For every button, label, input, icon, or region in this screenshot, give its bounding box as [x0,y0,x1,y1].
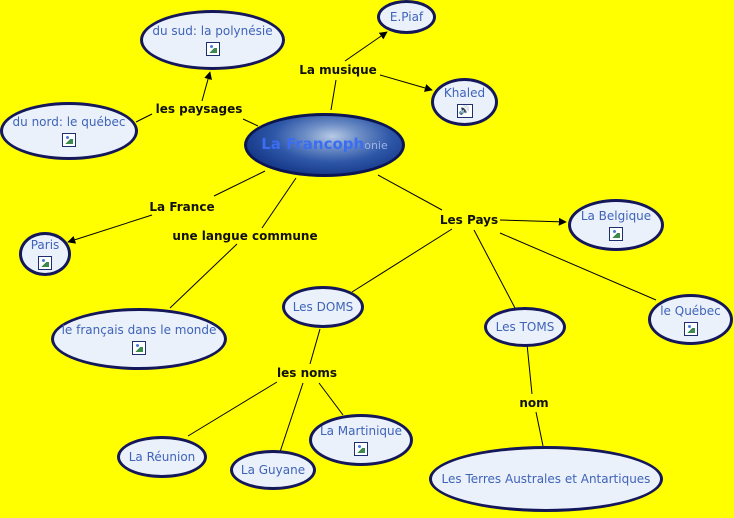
node-reunion[interactable]: La Réunion [117,436,207,478]
node-reunion-label: La Réunion [128,449,196,464]
picture-icon[interactable] [62,133,76,147]
node-polynesie-label: du sud: la polynésie [152,24,273,38]
node-francais-monde[interactable]: le français dans le monde [51,308,227,370]
node-quebec[interactable]: le Québec [648,294,733,345]
line-france-paris [67,214,153,244]
node-martinique-label: La Martinique [319,424,403,438]
node-francais-monde-label: le français dans le monde [61,323,217,337]
node-francophonie-label: La Francophonie [261,135,388,153]
node-taaf-label: Les Terres Australes et Antartiques [441,471,651,486]
node-taaf[interactable]: Les Terres Australes et Antartiques [429,446,663,512]
line-langue-francais [169,243,238,309]
line-pays-doms [351,228,453,293]
line-noms-martinique [318,382,344,416]
node-quebec-nord-label: du nord: le québec [12,115,126,129]
node-guyane-label: La Guyane [240,462,306,477]
picture-icon[interactable] [354,442,368,456]
node-quebec-nord[interactable]: du nord: le québec [0,102,138,160]
node-doms[interactable]: Les DOMS [282,286,364,328]
line-noms-guyane [279,382,304,453]
line-center-france [213,170,266,197]
line-musique-khaled [379,74,433,92]
line-center-pays [377,174,443,211]
node-quebec-label: le Québec [660,303,721,318]
line-center-musique [330,79,337,111]
line-toms-nom [526,343,533,395]
picture-icon[interactable] [205,42,220,56]
line-pays-quebec [499,232,657,301]
line-pays-belgique [499,217,567,226]
link-label-noms: les noms [274,366,340,380]
link-label-langue: une langue commune [170,229,320,243]
line-musique-piaf [344,31,388,62]
line-doms-noms [309,328,321,365]
node-khaled-label: Khaled [443,86,486,100]
node-toms-label: Les TOMS [495,319,555,334]
picture-icon[interactable] [38,256,52,270]
link-label-pays: Les Pays [437,213,501,227]
picture-icon[interactable] [132,341,146,355]
line-paysages-quebec-nord [135,113,153,123]
link-label-musique: La musique [297,63,379,77]
line-nom-taaf [535,411,544,447]
node-piaf-label: E.Piaf [389,9,424,24]
node-francophonie[interactable]: La Francophonie [244,113,405,177]
link-label-france: La France [147,200,217,214]
speaker-icon[interactable]: 🔊 [456,104,473,118]
node-paris[interactable]: Paris [19,232,71,276]
node-paris-label: Paris [30,238,60,252]
line-noms-reunion [187,381,278,437]
node-doms-label: Les DOMS [292,299,354,314]
node-belgique-label: La Belgique [580,209,652,223]
link-label-paysages: les paysages [153,102,245,116]
node-polynesie[interactable]: du sud: la polynésie [140,10,285,70]
picture-icon[interactable] [609,227,623,241]
node-guyane[interactable]: La Guyane [230,450,316,490]
node-belgique[interactable]: La Belgique [568,199,664,251]
link-label-nom: nom [517,396,551,410]
node-martinique[interactable]: La Martinique [309,414,413,466]
node-khaled[interactable]: Khaled 🔊 [431,78,498,126]
line-pays-toms [473,229,516,309]
node-piaf[interactable]: E.Piaf [377,0,436,34]
line-paysages-polynesie [201,71,212,102]
line-center-paysages [242,118,259,127]
node-toms[interactable]: Les TOMS [484,307,566,347]
picture-icon[interactable] [683,321,698,336]
line-center-langue [261,177,297,229]
